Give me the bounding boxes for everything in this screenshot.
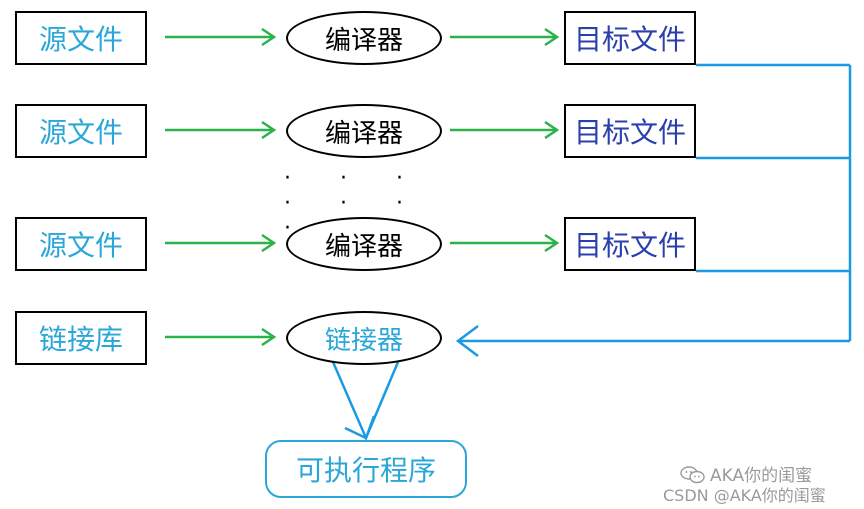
linker-to-executable-arrow <box>331 361 400 442</box>
arrowhead <box>261 27 277 47</box>
object-file-box-2: 目标文件 <box>564 104 696 158</box>
arrowhead <box>455 325 479 357</box>
arrowhead <box>544 233 560 253</box>
library-box: 链接库 <box>15 311 147 365</box>
source-file-box-2: 源文件 <box>15 104 147 158</box>
ellipsis-dots: · · · · · · · <box>284 166 424 241</box>
arrowhead <box>344 415 376 440</box>
compiler-ellipse-2: 编译器 <box>286 104 442 158</box>
csdn-watermark: CSDN @AKA你的闺蜜 <box>663 486 826 505</box>
wechat-watermark-text: AKA你的闺蜜 <box>710 466 813 486</box>
wechat-watermark: AKA你的闺蜜 <box>680 461 812 486</box>
source-file-box-1: 源文件 <box>15 11 147 65</box>
compiler-ellipse-3: 编译器 <box>286 217 442 271</box>
arrowhead <box>261 120 277 140</box>
arrowhead <box>544 27 560 47</box>
arrowhead <box>261 327 277 347</box>
arrowhead <box>544 120 560 140</box>
source-file-box-3: 源文件 <box>15 217 147 271</box>
arrowhead <box>261 233 277 253</box>
object-file-box-3: 目标文件 <box>564 217 696 271</box>
linker-ellipse: 链接器 <box>286 311 442 365</box>
compiler-ellipse-1: 编译器 <box>286 11 442 65</box>
executable-box: 可执行程序 <box>265 440 467 498</box>
wechat-icon <box>680 466 705 484</box>
object-file-box-1: 目标文件 <box>564 11 696 65</box>
